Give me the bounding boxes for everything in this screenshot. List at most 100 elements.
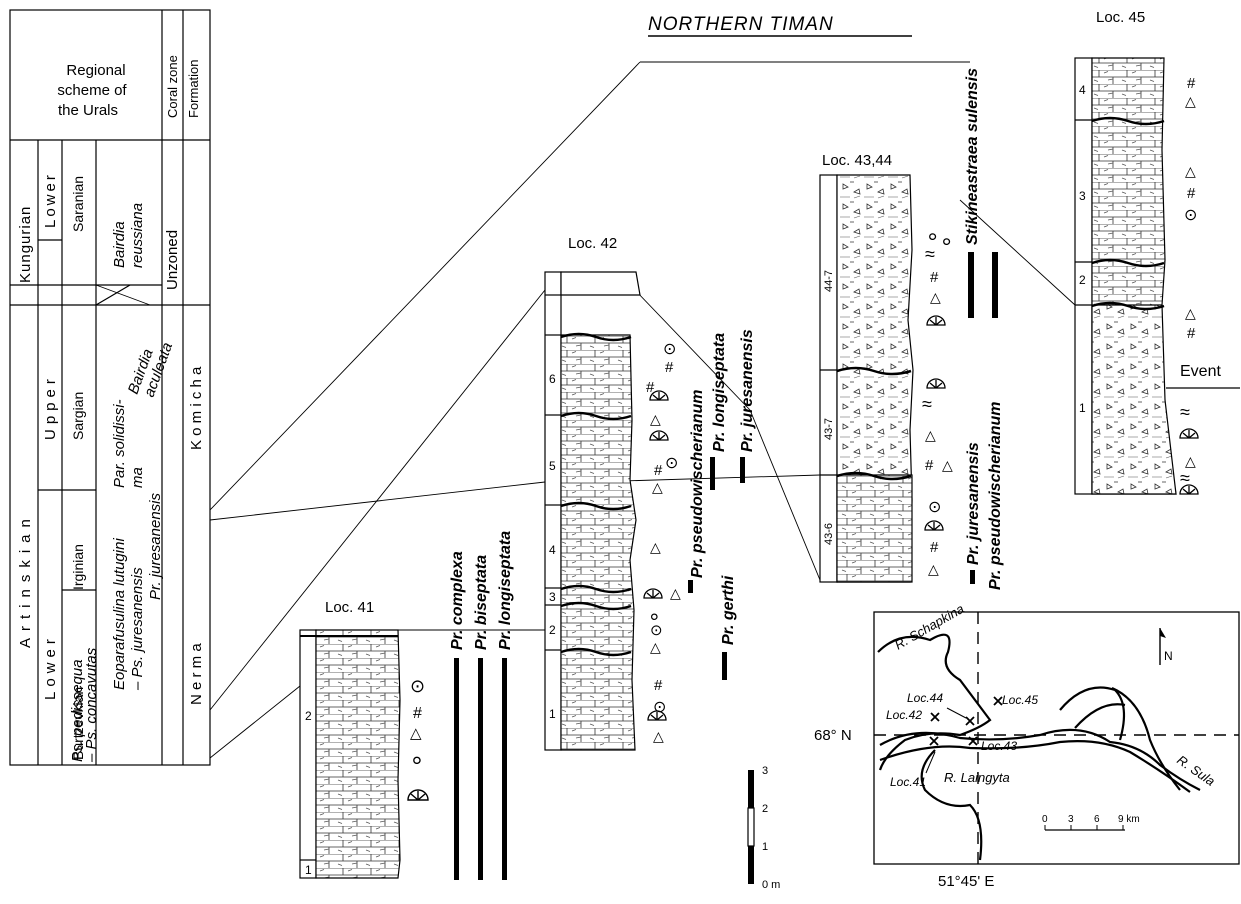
loc4344-unit-43-7: 43-7 xyxy=(823,418,835,440)
svg-text:≈: ≈ xyxy=(1180,468,1190,488)
svg-text:△: △ xyxy=(942,457,953,473)
map-loc42: Loc.42 xyxy=(886,708,922,722)
taxon-pr-biseptata: Pr. biseptata xyxy=(473,555,490,650)
svg-text:Par. solidissi-: Par. solidissi- xyxy=(111,399,128,488)
fossil-symbol-hash-42b: # xyxy=(646,379,655,396)
fossil-symbol-tri-42c: △ xyxy=(670,585,681,601)
loc42-coral-fan-icons xyxy=(643,390,669,721)
loc41-unit-2: 2 xyxy=(305,709,312,723)
svg-text:≈: ≈ xyxy=(925,244,935,264)
scale-tick-2: 2 xyxy=(762,803,768,815)
loc45-unit-2: 2 xyxy=(1079,273,1086,287)
loc42-disconformities xyxy=(560,332,632,657)
svg-text:△: △ xyxy=(1185,93,1196,109)
scheme-header-line1: Regional xyxy=(66,62,125,79)
map-locality-leaders xyxy=(925,707,967,774)
svg-text:△: △ xyxy=(650,639,661,655)
map-lon-label: 51°45' E xyxy=(938,873,994,890)
horizon-irginian: Irginian xyxy=(70,544,86,590)
loc45-disconformities xyxy=(1091,116,1165,311)
taxon-pr-juresanensis-42: Pr. juresanensis xyxy=(739,329,756,452)
map-loc43: Loc.43 xyxy=(981,739,1017,753)
coral-zone-header: Coral zone xyxy=(165,55,180,118)
coral-fan-icon xyxy=(407,789,429,801)
taxon-pr-juresanensis-4344: Pr. juresanensis xyxy=(965,442,982,565)
svg-text:△: △ xyxy=(653,728,664,744)
regional-scheme-table xyxy=(9,9,211,766)
map-scalebar: 0 3 6 9 km xyxy=(1042,814,1140,831)
svg-text:๐: ๐ xyxy=(942,232,951,249)
taxon-pr-gerthi: Pr. gerthi xyxy=(720,575,737,645)
formation-header: Formation xyxy=(186,59,201,118)
taxon-pr-pseudowischerianum-42: Pr. pseudowischerianum xyxy=(689,390,706,579)
loc45-fossil-symbols: # △ △ # ⊙ △ # ≈ △ ≈ xyxy=(1180,75,1197,488)
coral-zone-pr-juresanensis: Pr. juresanensis xyxy=(147,493,164,600)
scalebar-0: 0 xyxy=(1042,814,1048,825)
svg-text:๐: ๐ xyxy=(650,607,659,623)
loc45-unit-3: 3 xyxy=(1079,189,1086,203)
location-map: N 68° N 51°45' E R. Schapkina R. Sula R.… xyxy=(814,601,1240,890)
scalebar-3: 3 xyxy=(1068,814,1074,825)
map-loc44: Loc.44 xyxy=(907,691,943,705)
column-loc45: Loc. 45 4 3 2 1 # △ △ # ⊙ △ # ≈ △ ≈ xyxy=(1074,9,1240,495)
column-loc41: Loc. 41 2 1 ⊙ # △ ๐ Pr. complexa Pr. bis… xyxy=(299,531,514,880)
map-loc41: Loc.41 xyxy=(890,775,926,789)
svg-text:⊙: ⊙ xyxy=(665,455,678,472)
loc42-fossil-symbols: ⊙ # ⊙ △ △ ๐ ⊙ △ # ⊙ △ xyxy=(650,341,678,744)
substage-lower-artinskian: Lower xyxy=(42,634,59,700)
fossil-symbol-hash: # xyxy=(413,705,422,722)
svg-text:ma: ma xyxy=(129,467,146,488)
svg-text:#: # xyxy=(930,539,939,556)
scale-tick-3: 3 xyxy=(762,765,768,777)
loc45-label: Loc. 45 xyxy=(1096,9,1145,26)
svg-text:Ps. pedissequa: Ps. pedissequa xyxy=(69,659,86,762)
taxon-pr-longiseptata-41: Pr. longiseptata xyxy=(497,531,514,650)
scalebar-6: 6 xyxy=(1094,814,1100,825)
scheme-header-line3: the Urals xyxy=(58,102,118,119)
loc41-unit-1: 1 xyxy=(305,863,312,877)
svg-text:⊙: ⊙ xyxy=(928,499,941,516)
taxon-pr-pseudowischerianum-4344: Pr. pseudowischerianum xyxy=(987,402,1004,591)
horizon-sargian: Sargian xyxy=(70,392,86,440)
loc45-unit-1: 1 xyxy=(1079,401,1086,415)
horizon-saranian: Saranian xyxy=(70,176,86,232)
loc45-unit-4: 4 xyxy=(1079,83,1086,97)
svg-text:△: △ xyxy=(1185,453,1196,469)
stage-artinskian: Artinskian xyxy=(17,512,34,648)
diagram-title: NORTHERN TIMAN xyxy=(648,14,834,35)
scale-tick-0: 0 m xyxy=(762,879,780,891)
svg-text:Bairdia: Bairdia xyxy=(111,221,128,268)
svg-text:≈: ≈ xyxy=(922,394,932,414)
svg-text:⊙: ⊙ xyxy=(1184,207,1197,224)
event-label: Event xyxy=(1180,363,1221,380)
svg-text:△: △ xyxy=(1185,163,1196,179)
svg-text:△: △ xyxy=(930,289,941,305)
svg-text:#: # xyxy=(1187,185,1196,202)
loc42-unit-3: 3 xyxy=(549,590,556,604)
taxon-pr-complexa: Pr. complexa xyxy=(449,551,466,650)
taxon-stikineastraea-sulensis: Stikineastraea sulensis xyxy=(964,68,981,245)
loc4344-fossil-symbols: ๐ ≈ # △ ≈ △ # △ ⊙ # △ ๐ xyxy=(922,227,953,577)
loc45-coral-fan-icons xyxy=(1179,428,1199,495)
svg-text:๐: ๐ xyxy=(928,227,937,244)
north-label: N xyxy=(1164,649,1173,663)
svg-text:Eoparafusulina lutugini: Eoparafusulina lutugini xyxy=(111,538,128,690)
loc42-unit-2: 2 xyxy=(549,623,556,637)
zone-bairdia-aculeata: Bairdia aculeata xyxy=(125,340,176,399)
map-lat-label: 68° N xyxy=(814,727,852,744)
svg-text:#: # xyxy=(1187,325,1196,342)
loc4344-label: Loc. 43,44 xyxy=(822,152,892,169)
map-locality-markers xyxy=(929,696,1003,746)
map-rivers xyxy=(877,633,1201,861)
svg-text:– Ps. concavutas: – Ps. concavutas xyxy=(83,647,100,763)
horizon-burtzevkian: Burtzevkian xyxy=(70,687,86,760)
map-loc45: Loc.45 xyxy=(1002,693,1038,707)
column-loc42: Loc. 42 6 5 4 3 2 1 ⊙ # ⊙ xyxy=(544,235,756,751)
fossil-symbol-triangle: △ xyxy=(410,725,422,742)
svg-text:#: # xyxy=(665,359,674,376)
svg-text:#: # xyxy=(654,677,663,694)
svg-text:△: △ xyxy=(928,561,939,577)
loc4344-unit-44-7: 44-7 xyxy=(823,270,835,292)
svg-text:#: # xyxy=(925,457,934,474)
